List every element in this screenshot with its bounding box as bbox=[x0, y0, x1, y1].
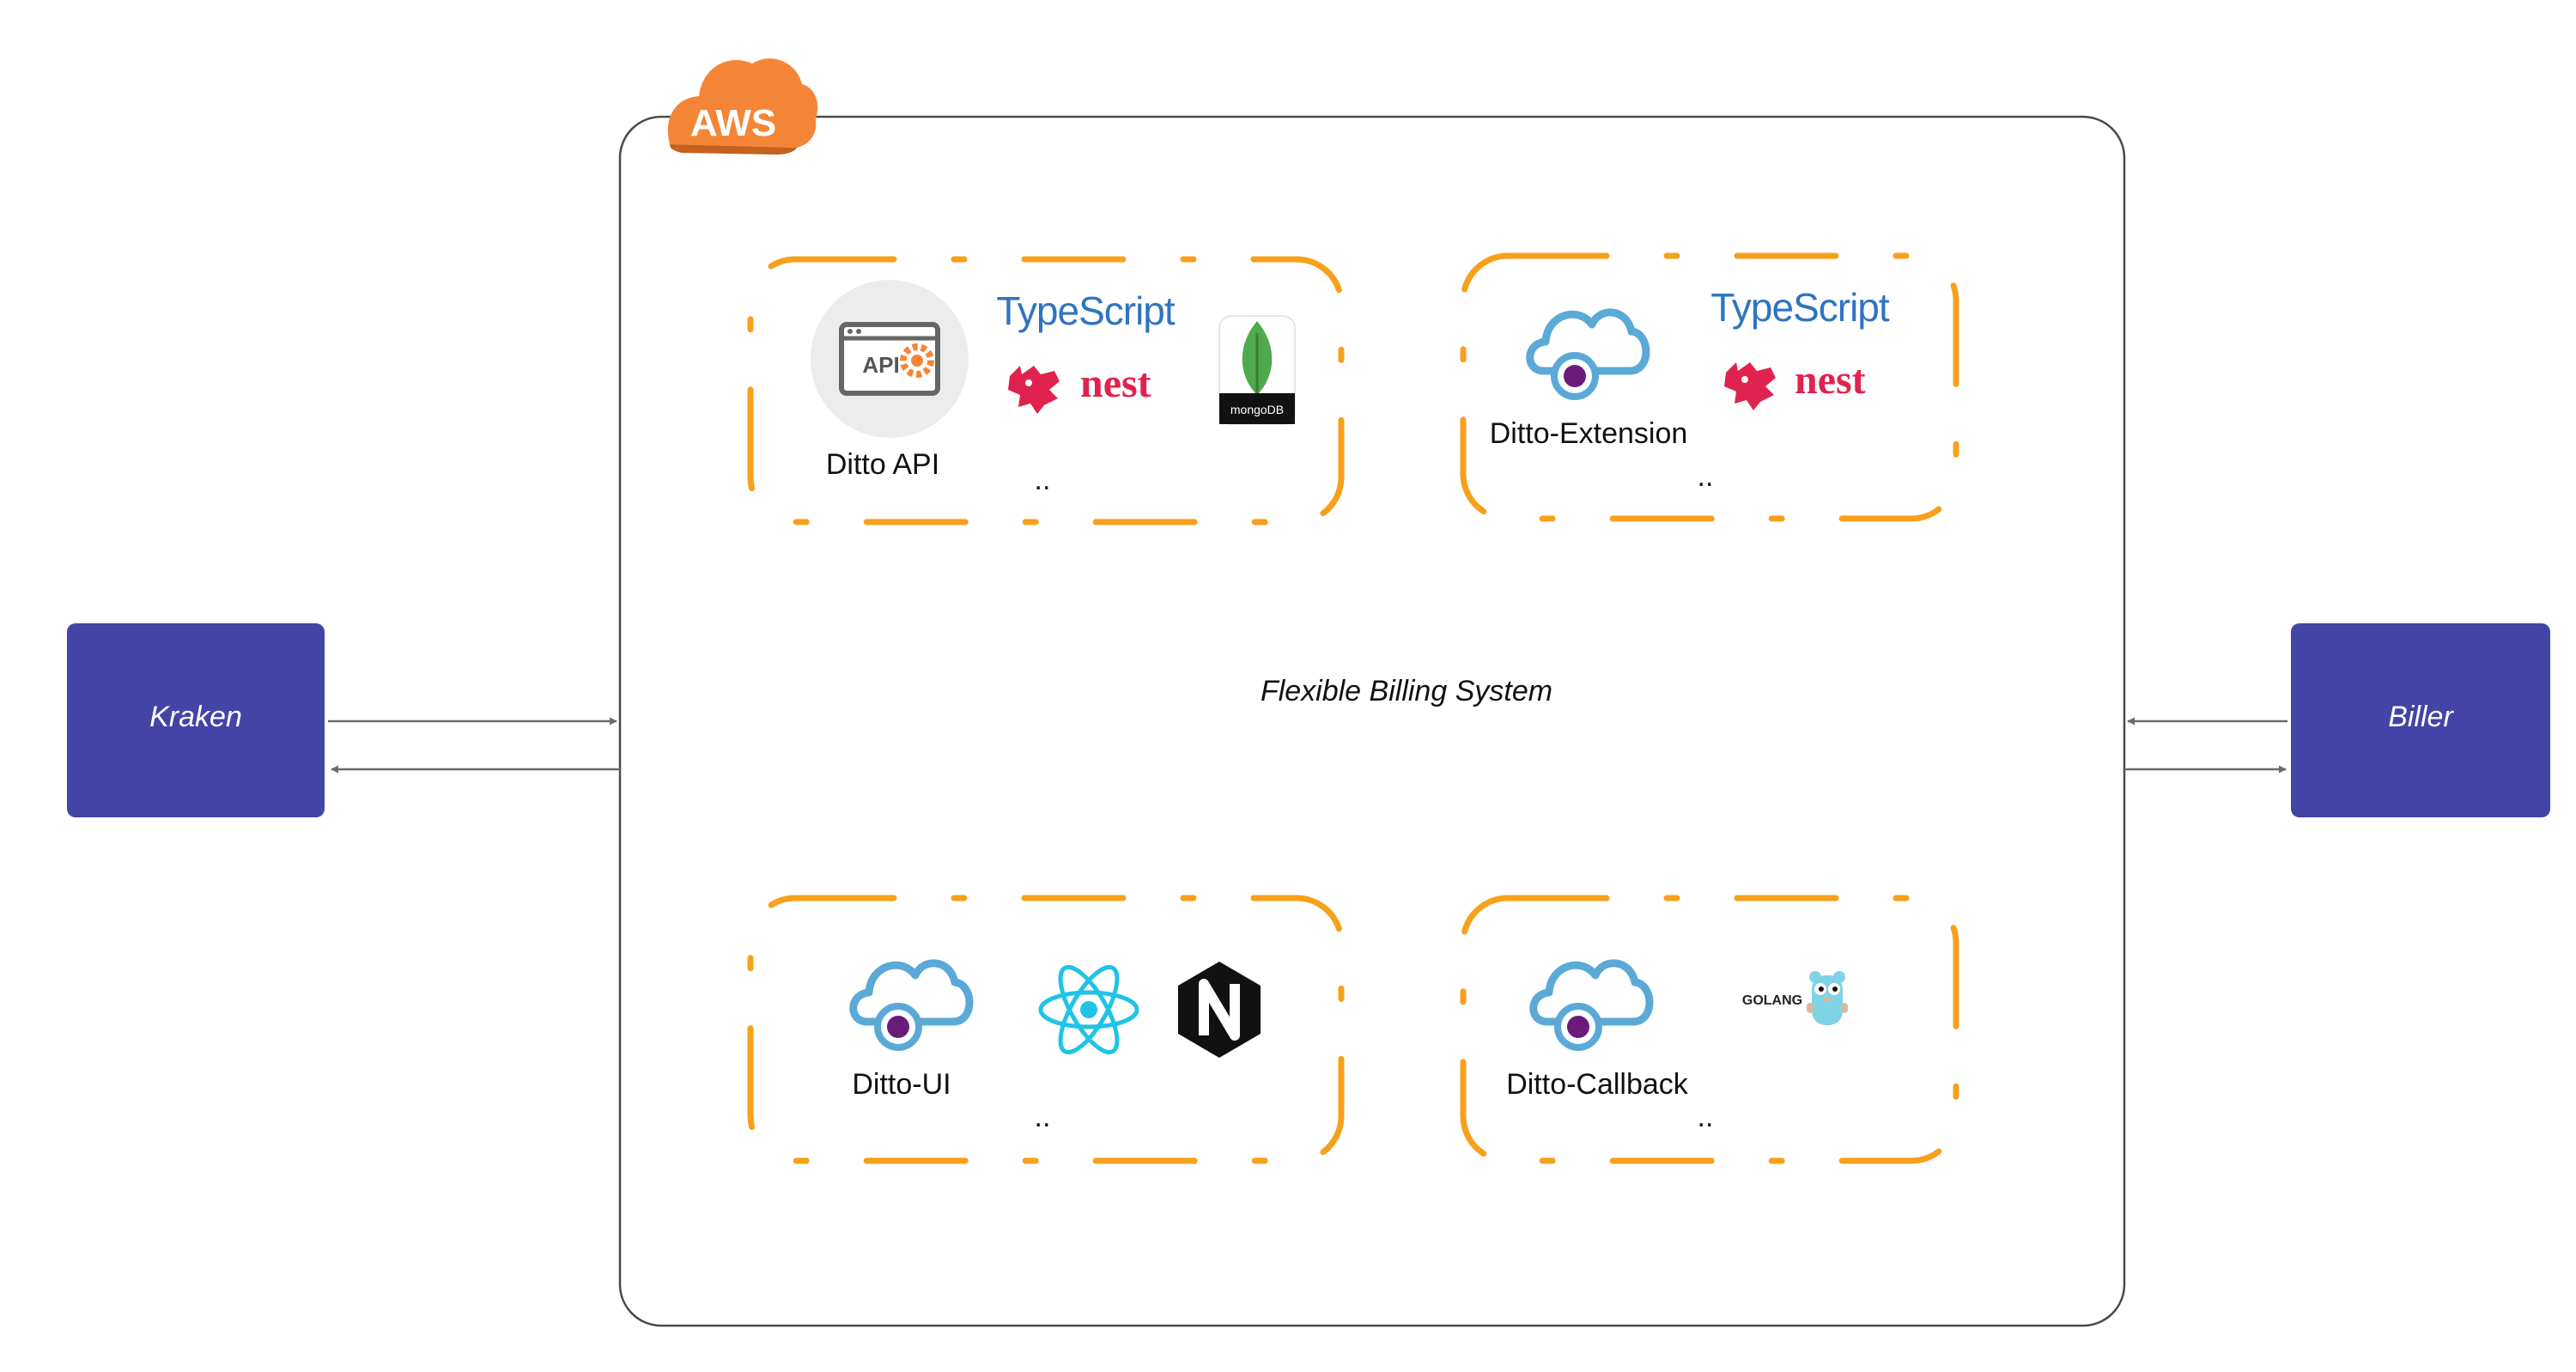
ditto-ui-more: .. bbox=[1035, 1101, 1051, 1133]
react-icon bbox=[1038, 964, 1139, 1055]
kraken-node[interactable]: Kraken bbox=[67, 623, 325, 817]
ditto-api-more: .. bbox=[1035, 464, 1051, 496]
nginx-icon bbox=[1178, 962, 1261, 1058]
ditto-extension-more: .. bbox=[1698, 460, 1714, 493]
ditto-ui-label: Ditto-UI bbox=[852, 1068, 951, 1101]
service-group-ditto-callback[interactable]: Ditto-Callback GOLANG .. bbox=[1460, 895, 1959, 1164]
nest-logo-text: nest bbox=[1080, 361, 1151, 406]
aws-cloud-icon: AWS bbox=[667, 58, 818, 155]
service-group-ditto-ui[interactable]: Ditto-UI .. bbox=[747, 895, 1345, 1164]
mongodb-label: mongoDB bbox=[1230, 403, 1284, 416]
mongodb-leaf-icon: mongoDB bbox=[1218, 315, 1296, 425]
ditto-callback-frame bbox=[1460, 895, 1959, 1164]
api-gear-icon: API bbox=[811, 280, 969, 438]
ditto-api-label: Ditto API bbox=[826, 448, 939, 481]
biller-node[interactable]: Biller bbox=[2291, 623, 2550, 817]
ditto-extension-frame bbox=[1460, 252, 1959, 522]
ditto-ui-frame bbox=[747, 895, 1345, 1164]
aws-cloud-container bbox=[618, 115, 2126, 1327]
ditto-callback-label: Ditto-Callback bbox=[1506, 1068, 1689, 1101]
typescript-logo: TypeScript bbox=[996, 288, 1176, 333]
service-group-ditto-extension[interactable]: Ditto-Extension TypeScript nest .. bbox=[1460, 252, 1959, 522]
ditto-callback-more: .. bbox=[1698, 1101, 1714, 1133]
ditto-api-frame bbox=[747, 256, 1345, 525]
aws-badge-label: AWS bbox=[690, 102, 776, 144]
kraken-label: Kraken bbox=[149, 701, 242, 733]
system-label: Flexible Billing System bbox=[1261, 675, 1552, 707]
service-group-ditto-api[interactable]: API Ditto API TypeScript nest mongoDB .. bbox=[747, 256, 1345, 525]
ditto-extension-label: Ditto-Extension bbox=[1490, 417, 1688, 450]
biller-label: Biller bbox=[2388, 701, 2454, 733]
svg-text:API: API bbox=[862, 352, 899, 378]
nest-logo-text: nest bbox=[1795, 357, 1866, 403]
gopher-icon bbox=[1807, 971, 1848, 1025]
typescript-logo: TypeScript bbox=[1710, 285, 1890, 330]
golang-label: GOLANG bbox=[1742, 993, 1802, 1008]
